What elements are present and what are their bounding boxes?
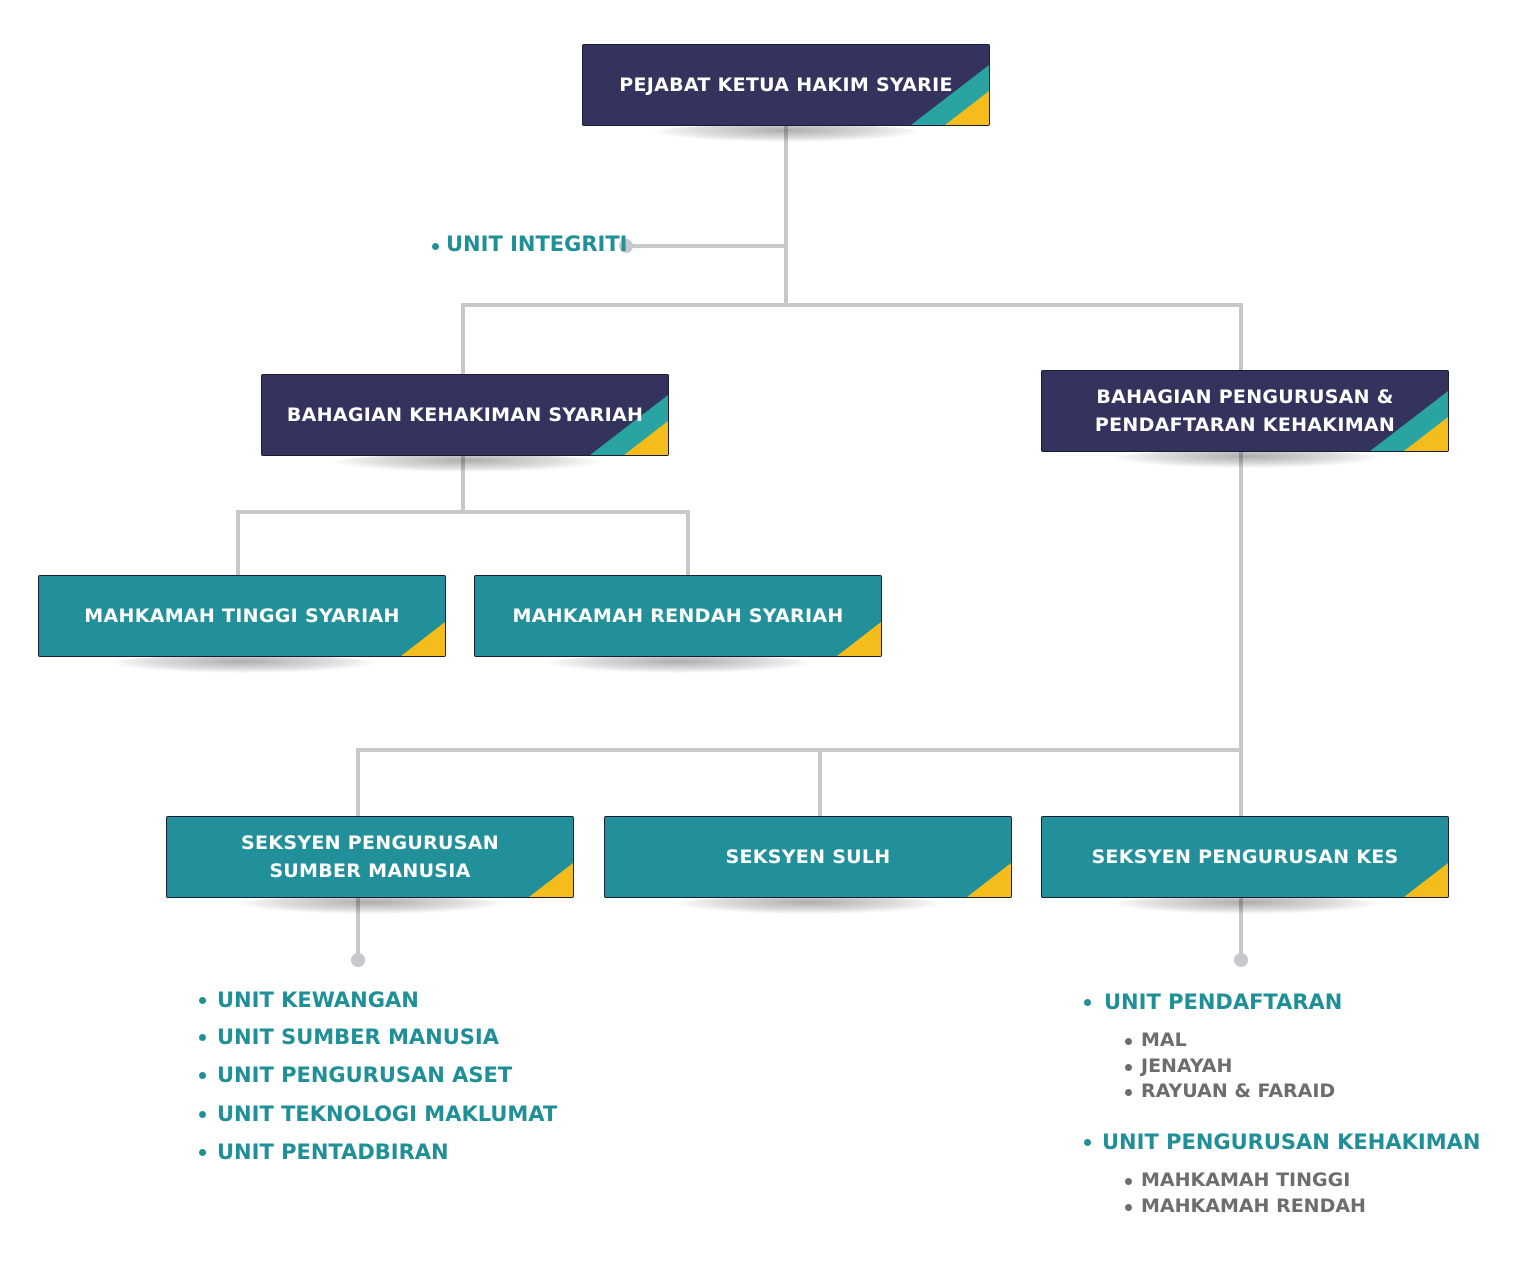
sulh-section-title: SEKSYEN SULH <box>725 846 891 868</box>
connector-integrity-dot <box>619 239 633 253</box>
registration-unit-list: UNIT PENDAFTARAN <box>1084 988 1342 1016</box>
hr-section-title-line2: SUMBER MANUSIA <box>269 860 471 882</box>
high-court-title: MAHKAMAH TINGGI SYARIAH <box>84 605 400 627</box>
list-item: RAYUAN & FARAID <box>1125 1079 1335 1104</box>
integrity-unit-label: UNIT INTEGRITI <box>432 232 628 256</box>
management-division-title-line1: BAHAGIAN PENGURUSAN & <box>1096 386 1394 408</box>
list-item: MAHKAMAH TINGGI <box>1125 1168 1366 1194</box>
connector-case-dot <box>1234 953 1248 967</box>
top-office-title: PEJABAT KETUA HAKIM SYARIE <box>619 74 953 96</box>
list-item: UNIT PENTADBIRAN <box>199 1138 557 1176</box>
hr-section-title-line1: SEKSYEN PENGURUSAN <box>241 832 499 854</box>
box-shadow <box>1111 896 1381 914</box>
list-item: UNIT TEKNOLOGI MAKLUMAT <box>199 1100 557 1138</box>
judiciary-division-box: BAHAGIAN KEHAKIMAN SYARIAH <box>261 374 669 456</box>
box-shadow <box>544 655 814 673</box>
list-item: MAL <box>1125 1028 1335 1054</box>
judiciary-division-title: BAHAGIAN KEHAKIMAN SYARIAH <box>286 404 644 426</box>
case-section-title: SEKSYEN PENGURUSAN KES <box>1091 846 1399 868</box>
list-item: UNIT KEWANGAN <box>199 986 557 1023</box>
list-item: MAHKAMAH RENDAH <box>1125 1194 1366 1219</box>
list-item: UNIT SUMBER MANUSIA <box>199 1023 557 1061</box>
judicial-subunits-list: MAHKAMAH TINGGI MAHKAMAH RENDAH <box>1125 1168 1366 1219</box>
list-item: UNIT PENGURUSAN ASET <box>199 1061 557 1100</box>
box-shadow <box>652 124 922 142</box>
judicial-management-unit-list: UNIT PENGURUSAN KEHAKIMAN <box>1084 1128 1480 1156</box>
box-shadow <box>236 896 506 914</box>
management-division-title-line2: PENDAFTARAN KEHAKIMAN <box>1094 414 1396 436</box>
high-court-box: MAHKAMAH TINGGI SYARIAH <box>38 575 446 657</box>
corner-stripe-yellow <box>967 863 1011 897</box>
sulh-section-box: SEKSYEN SULH <box>604 816 1012 898</box>
hr-section-title: SEKSYEN PENGURUSAN SUMBER MANUSIA <box>221 829 519 885</box>
connector-hr-dot <box>351 953 365 967</box>
box-shadow <box>108 655 378 673</box>
lower-court-title: MAHKAMAH RENDAH SYARIAH <box>512 605 844 627</box>
box-shadow <box>1112 450 1382 468</box>
box-shadow <box>674 896 944 914</box>
lower-court-box: MAHKAMAH RENDAH SYARIAH <box>474 575 882 657</box>
top-office-box: PEJABAT KETUA HAKIM SYARIE <box>582 44 990 126</box>
hr-section-box: SEKSYEN PENGURUSAN SUMBER MANUSIA <box>166 816 574 898</box>
management-division-title: BAHAGIAN PENGURUSAN & PENDAFTARAN KEHAKI… <box>1075 383 1415 439</box>
judicial-management-unit-title: UNIT PENGURUSAN KEHAKIMAN <box>1084 1128 1480 1156</box>
corner-stripe-yellow <box>529 863 573 897</box>
hr-units-list: UNIT KEWANGAN UNIT SUMBER MANUSIA UNIT P… <box>199 986 557 1176</box>
case-section-box: SEKSYEN PENGURUSAN KES <box>1041 816 1449 898</box>
registration-unit-title: UNIT PENDAFTARAN <box>1084 988 1342 1016</box>
box-shadow <box>332 454 602 472</box>
registration-subunits-list: MAL JENAYAH RAYUAN & FARAID <box>1125 1028 1335 1104</box>
management-division-box: BAHAGIAN PENGURUSAN & PENDAFTARAN KEHAKI… <box>1041 370 1449 452</box>
list-item: JENAYAH <box>1125 1054 1335 1079</box>
